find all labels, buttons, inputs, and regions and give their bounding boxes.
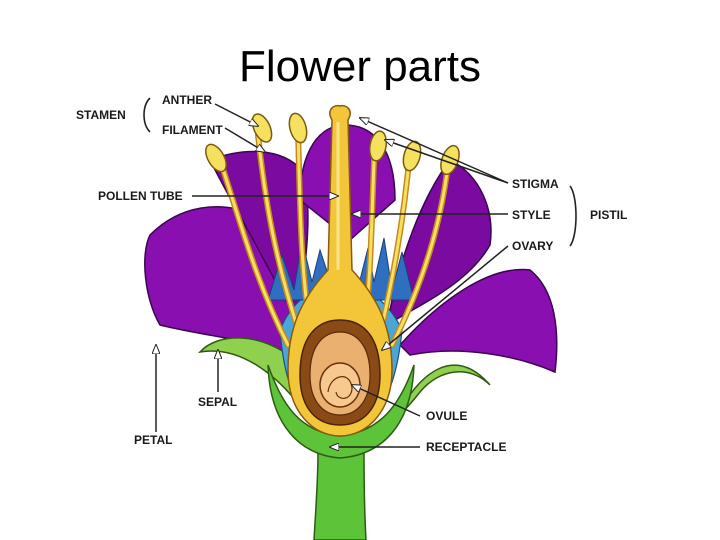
slide-title: Flower parts [238,42,482,91]
label-sepal: SEPAL [198,395,237,409]
label-style: STYLE [512,208,551,222]
petal-right [398,268,558,374]
label-ovary: OVARY [512,239,553,253]
pistil-bracket [569,185,577,247]
sepal-right [394,364,491,421]
stem [313,451,367,540]
label-stigma: STIGMA [512,177,559,191]
callout-lines [156,103,509,447]
ovule-shape [319,362,361,408]
label-pistil: PISTIL [590,208,627,222]
label-receptacle: RECEPTACLE [426,440,506,454]
label-anther: ANTHER [162,93,212,107]
label-petal: PETAL [134,433,172,447]
label-ovule: OVULE [426,409,467,423]
petal-right-upper [389,159,492,322]
stamen-bracket [143,97,151,133]
label-filament: FILAMENT [162,123,223,137]
receptacle [267,364,415,459]
label-stamen: STAMEN [76,108,126,122]
label-pollen-tube: POLLEN TUBE [98,189,183,203]
